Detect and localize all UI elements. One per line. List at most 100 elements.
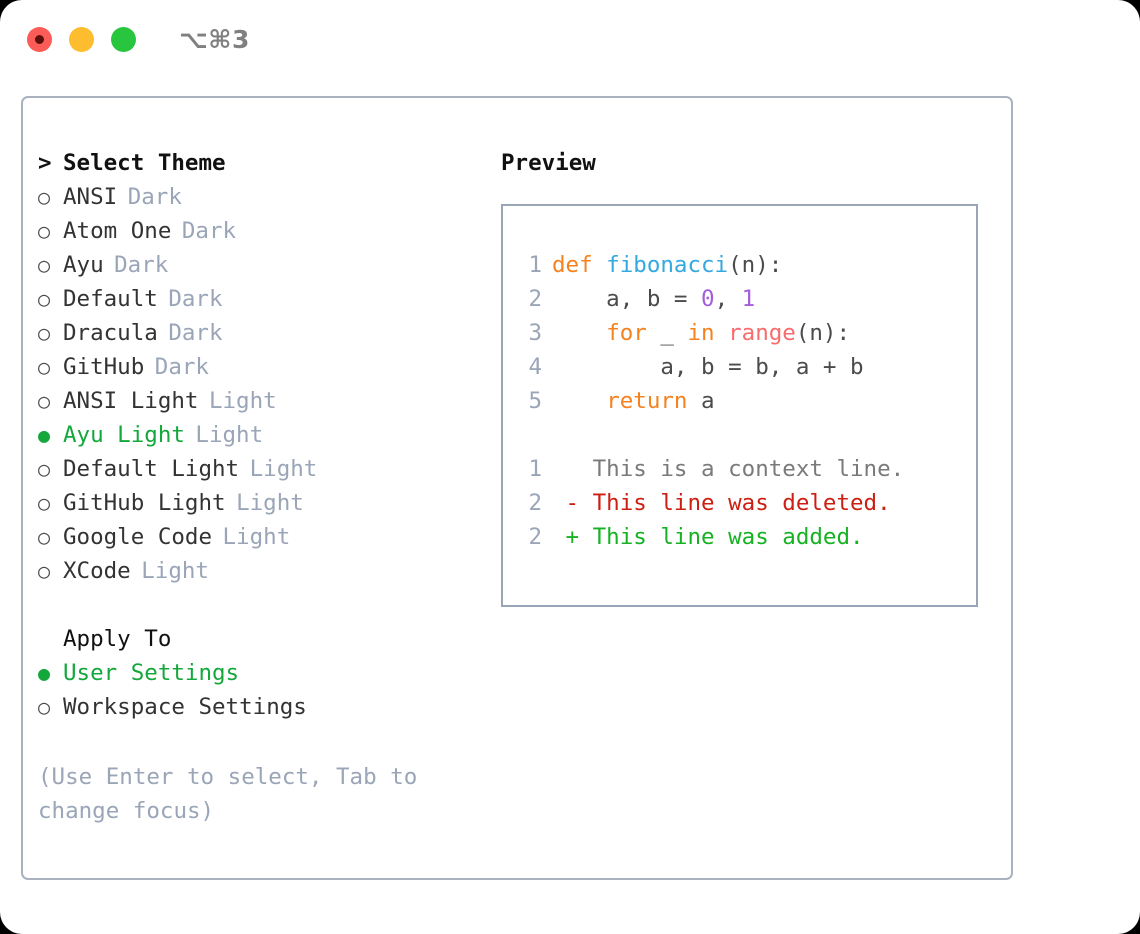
code-token-plain: , — [714, 286, 742, 312]
caret-icon: > — [38, 150, 52, 176]
apply-to-list: ● User Settings ○ Workspace Settings — [38, 656, 478, 724]
line-number: 2 — [528, 286, 542, 312]
theme-option-tag: Light — [208, 388, 277, 414]
section-spacer — [38, 588, 478, 622]
radio-selected-icon: ● — [38, 423, 51, 447]
close-window-button[interactable] — [27, 26, 52, 52]
theme-option-label: Ayu Light — [63, 422, 185, 448]
radio-unselected-icon: ○ — [38, 321, 51, 345]
code-line: 4 a, b = b, a + b — [514, 350, 904, 384]
theme-option-label: XCode — [63, 558, 131, 584]
traffic-light-group — [27, 26, 136, 52]
diff-line-context: 1 This is a context line. — [514, 452, 904, 486]
code-token-plain — [552, 320, 606, 346]
apply-to-option-label: Workspace Settings — [63, 694, 307, 720]
code-line: 3 for _ in range(n): — [514, 316, 904, 350]
line-number: 2 — [528, 490, 542, 516]
code-line: 1 def fibonacci(n): — [514, 248, 904, 282]
theme-option-atom-one[interactable]: ○ Atom One Dark — [38, 214, 478, 248]
theme-option-label: GitHub Light — [63, 490, 226, 516]
theme-option-tag: Light — [141, 558, 209, 584]
theme-option-ansi-light[interactable]: ○ ANSI Light Light — [38, 384, 478, 418]
theme-option-tag: Dark — [114, 252, 169, 278]
code-token-keyword: for — [606, 320, 647, 346]
theme-option-github-light[interactable]: ○ GitHub Light Light — [38, 486, 478, 520]
line-number: 1 — [528, 252, 542, 278]
zoom-window-button[interactable] — [111, 26, 136, 52]
apply-to-heading: Apply To — [38, 622, 478, 656]
theme-option-tag: Dark — [168, 286, 223, 312]
code-token-builtin: range — [728, 320, 796, 346]
theme-option-label: Atom One — [63, 218, 172, 244]
code-token-keyword: in — [687, 320, 715, 346]
code-token-punct: (n): — [795, 320, 851, 346]
code-line-content: return a — [552, 388, 714, 414]
theme-option-tag: Light — [236, 490, 304, 516]
line-number: 4 — [528, 354, 542, 380]
radio-unselected-icon: ○ — [38, 491, 51, 515]
preview-box: 1 def fibonacci(n): 2 a, b = 0, 1 3 for _ i… — [501, 204, 978, 607]
theme-option-label: Ayu — [63, 252, 104, 278]
theme-option-ayu-light[interactable]: ● Ayu Light Light — [38, 418, 478, 452]
theme-option-label: Default Light — [63, 456, 240, 482]
radio-unselected-icon: ○ — [38, 695, 51, 719]
line-number: 1 — [528, 456, 542, 482]
radio-unselected-icon: ○ — [38, 253, 51, 277]
code-preview: 1 def fibonacci(n): 2 a, b = 0, 1 3 for _ i… — [514, 248, 904, 554]
line-number: 3 — [528, 320, 542, 346]
theme-option-default-light[interactable]: ○ Default Light Light — [38, 452, 478, 486]
theme-option-label: Default — [63, 286, 158, 312]
radio-unselected-icon: ○ — [38, 287, 51, 311]
keyboard-hint: (Use Enter to select, Tab to change focu… — [38, 764, 418, 824]
window-shortcut-label: ⌥⌘3 — [179, 24, 250, 54]
diff-line-content: This is a context line. — [552, 456, 905, 482]
select-theme-heading: > Select Theme — [38, 146, 478, 180]
select-theme-heading-label: Select Theme — [63, 150, 226, 176]
apply-to-heading-label: Apply To — [63, 626, 172, 652]
code-token-keyword: return — [606, 388, 688, 414]
theme-option-label: Google Code — [63, 524, 213, 550]
theme-option-tag: Light — [249, 456, 318, 482]
minimize-window-button[interactable] — [69, 26, 94, 52]
radio-unselected-icon: ○ — [38, 389, 51, 413]
code-token-function: fibonacci — [606, 252, 729, 278]
code-token-plain — [715, 320, 729, 346]
diff-line-content: - This line was deleted. — [552, 490, 891, 516]
code-line-content: a, b = 0, 1 — [552, 286, 755, 312]
preview-column: Preview — [501, 146, 991, 180]
radio-unselected-icon: ○ — [38, 219, 51, 243]
theme-option-label: ANSI Light — [63, 388, 199, 414]
preview-title: Preview — [501, 150, 596, 176]
theme-option-tag: Light — [195, 422, 264, 448]
apply-to-option-user-settings[interactable]: ● User Settings — [38, 656, 478, 690]
theme-option-ayu[interactable]: ○ Ayu Dark — [38, 248, 478, 282]
diff-line-deleted: 2 - This line was deleted. — [514, 486, 904, 520]
theme-option-default[interactable]: ○ Default Dark — [38, 282, 478, 316]
radio-unselected-icon: ○ — [38, 457, 51, 481]
apply-to-option-workspace-settings[interactable]: ○ Workspace Settings — [38, 690, 478, 724]
theme-option-tag: Dark — [181, 218, 237, 244]
code-line-content: for _ in range(n): — [552, 320, 850, 346]
theme-option-tag: Dark — [127, 184, 182, 210]
code-token-plain: a, b = — [552, 286, 702, 312]
code-line-content: a, b = b, a + b — [552, 354, 863, 380]
title-bar: ⌥⌘3 — [0, 0, 1140, 78]
code-token-punct: (n): — [728, 252, 783, 278]
code-token-number: 0 — [701, 286, 715, 312]
theme-option-tag: Light — [222, 524, 291, 550]
radio-selected-icon: ● — [38, 661, 51, 685]
code-line-content: def fibonacci(n): — [552, 252, 782, 278]
line-number: 2 — [528, 524, 542, 550]
apply-to-option-label: User Settings — [63, 660, 240, 686]
diff-line-added: 2 + This line was added. — [514, 520, 904, 554]
theme-option-tag: Dark — [168, 320, 223, 346]
